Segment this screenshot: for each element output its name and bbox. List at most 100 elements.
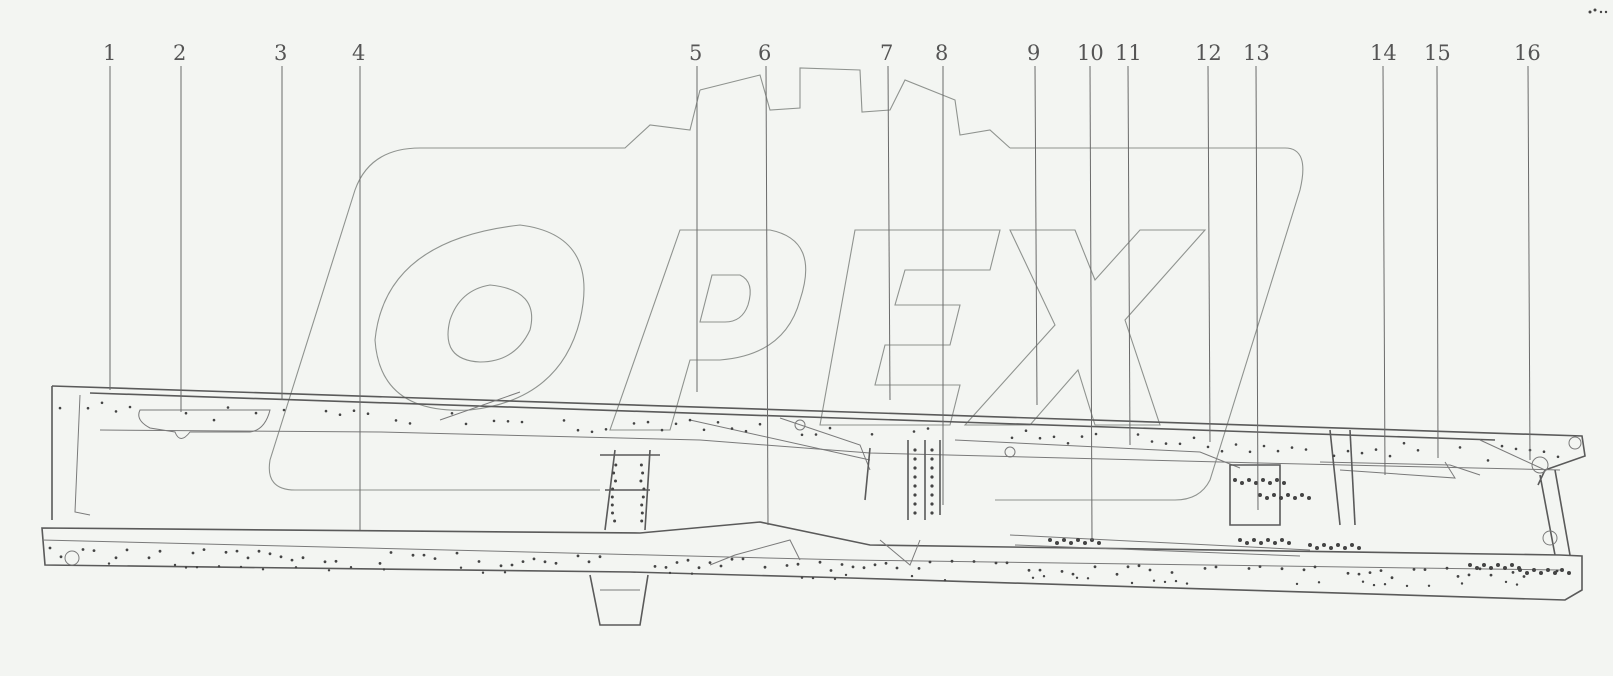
rivet-dot [913,484,917,488]
rivet-dot [1510,563,1514,567]
rivet-dot [811,576,815,580]
rivet-dot [884,561,888,565]
rivet-dot [1066,442,1070,445]
rivet-dot [640,519,644,523]
rivet-dot [930,511,934,515]
rivet-dot [1315,546,1319,550]
rivet-dot [1071,572,1075,576]
rivet-dot [1005,561,1009,565]
rivet-dot [1010,436,1014,440]
rivet-dot [1038,568,1042,572]
rivet-dot [378,562,382,565]
rivet-dot [1170,571,1174,574]
rivet-dot [862,566,866,570]
rivet-dot [1482,563,1486,567]
rivet-dot [202,548,206,551]
callout-3: 3 [274,41,287,65]
rivet-dot [1203,567,1207,570]
rivet-dot [532,557,536,561]
rivet-dot [1282,481,1286,485]
rivet-dot [840,563,844,566]
rivet-dot [86,406,90,410]
rivet-dot [1489,573,1493,577]
rivet-dot [58,406,62,410]
rivet-dot [646,420,650,424]
rivet-dot [1416,449,1420,452]
callout-13: 13 [1243,41,1270,65]
rivet-dot [1136,433,1140,436]
rivet-dot [477,560,481,563]
rivet-dot [1412,568,1416,571]
rivet-dot [290,558,294,562]
rivet-dot [994,561,998,565]
rivet-dot [930,457,934,461]
callout-9: 9 [1027,41,1040,65]
callout-leaders [109,65,1531,541]
callout-6: 6 [758,41,771,65]
rivet-dot [100,401,104,405]
rivet-dot [1097,541,1101,545]
rivet-dot [614,479,617,483]
rivet-dot [1234,443,1238,446]
rivet-dot [612,471,616,475]
rivet-dot [1518,568,1522,572]
rivet-dot [1546,568,1550,572]
rivet-dot [913,493,917,497]
rivet-dot [254,411,258,415]
rivet-dot [930,484,934,488]
rivet-dot [1560,568,1564,572]
rivet-dot [1308,543,1312,547]
rivet-dot [301,556,305,560]
rivet-dot [1372,583,1376,587]
rivet-dot [1259,541,1263,545]
rivet-dot [910,574,914,578]
rivet-dot [158,549,162,553]
rivet-dot [1254,481,1258,485]
rivet-dot [1245,541,1249,545]
rivet-dot [913,457,917,461]
rivet-dot [239,565,243,569]
rivet-dot [1247,478,1251,482]
rivet-dot [1185,582,1189,585]
rivet-dot [800,433,804,437]
rivet-dot [1350,543,1354,547]
rivet-dot [235,549,239,553]
rivet-dot [562,419,566,422]
rivet-dot [1514,447,1518,451]
rivet-dot [1192,436,1196,440]
rivet-dot [459,566,463,569]
rivet-dot [640,511,644,515]
rivet-dot [1214,565,1218,569]
rivet-dot [1293,496,1297,500]
rivet-dot [1500,444,1504,448]
rivet-dot [1489,566,1493,570]
rivet-dot [1261,478,1265,482]
rivet-dot [1486,459,1490,462]
rivet-dot [349,566,353,569]
rivet-dot [433,557,437,560]
lower-rail [41,429,1583,626]
rivet-dot [408,422,412,425]
rivet-dot [338,413,342,417]
rivet-dot [1279,496,1283,500]
rivet-dot [686,558,690,562]
rivet-dot [632,422,636,425]
rivet-pattern [48,401,1571,588]
rivet-dot [1515,583,1519,586]
rivet-dot [1357,546,1361,550]
rivet-dot [1042,575,1046,578]
rivet-dot [1069,541,1073,545]
rivet-dot [1247,567,1251,570]
rivet-dot [844,573,848,577]
rivet-dot [1086,577,1090,580]
rivet-dot [719,564,723,568]
rivet-dot [873,563,877,567]
rivet-dot [422,553,426,557]
rivet-dot [730,427,734,430]
rivet-dot [1258,493,1262,497]
rivet-dot [913,475,917,479]
rivet-dot [800,576,804,579]
rivet-dot [598,555,602,559]
rivet-dot [1556,455,1560,459]
rivet-dot [1163,580,1167,584]
